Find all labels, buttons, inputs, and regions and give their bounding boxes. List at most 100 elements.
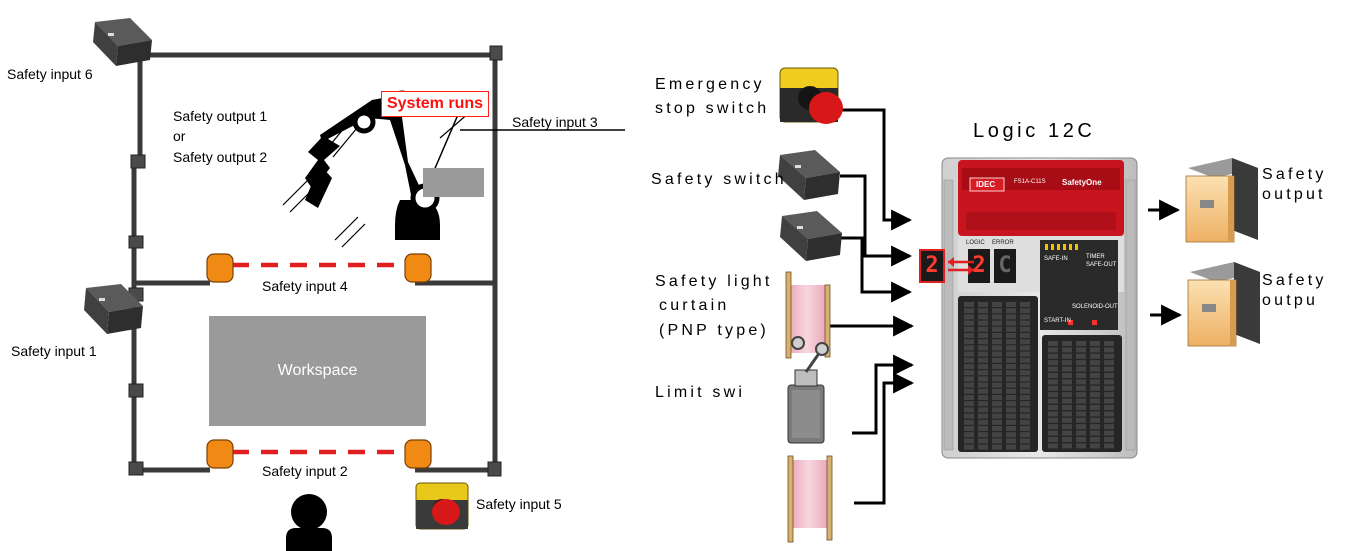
label-safety-input-4: Safety input 4: [262, 278, 348, 294]
terminal-slot: [1020, 438, 1030, 443]
terminal-slot: [964, 420, 974, 425]
terminal-slot: [1048, 405, 1058, 410]
terminal-slot: [1090, 360, 1100, 365]
label-safety-input-3: Safety input 3: [512, 114, 598, 130]
terminal-slot: [964, 395, 974, 400]
terminal-slot: [1020, 376, 1030, 381]
terminal-slot: [978, 420, 988, 425]
terminal-slot: [1062, 360, 1072, 365]
terminal-slot: [1048, 437, 1058, 442]
terminal-slot: [1076, 405, 1086, 410]
terminal-slot: [1062, 431, 1072, 436]
terminal-slot: [1006, 432, 1016, 437]
emergency-stop-icon: [416, 483, 468, 529]
terminal-slot: [992, 426, 1002, 431]
terminal-slot: [1048, 354, 1058, 359]
label-safety-output-2: Safety output 2: [173, 149, 267, 165]
terminal-slot: [1006, 376, 1016, 381]
terminal-slot: [1090, 386, 1100, 391]
terminal-slot: [1090, 437, 1100, 442]
safe-out-label: SAFE-OUT: [1086, 262, 1116, 268]
terminal-slot: [1020, 302, 1030, 307]
terminal-slot: [1020, 364, 1030, 369]
terminal-slot: [978, 401, 988, 406]
terminal-slot: [1090, 399, 1100, 404]
terminal-slot: [1062, 411, 1072, 416]
terminal-slot: [1062, 386, 1072, 391]
terminal-slot: [1020, 314, 1030, 319]
terminal-slot: [1076, 399, 1086, 404]
terminal-slot: [1062, 373, 1072, 378]
person-icon: [286, 494, 332, 551]
terminal-slot: [992, 352, 1002, 357]
terminal-slot: [992, 420, 1002, 425]
terminal-slot: [1076, 347, 1086, 352]
label-safety-input-6: Safety input 6: [7, 66, 93, 82]
terminal-slot: [1104, 437, 1114, 442]
relay-icon: [1186, 158, 1258, 242]
terminal-slot: [1076, 354, 1086, 359]
terminal-slot: [978, 308, 988, 313]
terminal-slot: [1104, 405, 1114, 410]
terminal-slot: [992, 376, 1002, 381]
terminal-slot: [992, 308, 1002, 313]
terminal-slot: [1090, 379, 1100, 384]
terminal-slot: [1104, 386, 1114, 391]
terminal-slot: [978, 426, 988, 431]
terminal-slot: [1006, 420, 1016, 425]
terminal-slot: [1104, 360, 1114, 365]
label-limit-switch: Limit swi: [655, 384, 745, 402]
terminal-slot: [1062, 418, 1072, 423]
terminal-slot: [1062, 341, 1072, 346]
relay-icon: [1188, 262, 1260, 346]
terminal-slot: [1076, 341, 1086, 346]
safety-switch-icon: [93, 18, 152, 66]
terminal-slot: [1020, 401, 1030, 406]
terminal-slot: [1090, 443, 1100, 448]
model-number: FS1A-C11S: [1014, 179, 1046, 185]
terminal-slot: [964, 370, 974, 375]
terminal-slot: [992, 438, 1002, 443]
terminal-slot: [1062, 443, 1072, 448]
terminal-slot: [1048, 341, 1058, 346]
controller-title: Logic 12C: [973, 120, 1095, 143]
logic-label: LOGIC: [966, 240, 985, 246]
terminal-slot: [1048, 367, 1058, 372]
terminal-slot: [978, 383, 988, 388]
terminal-slot: [964, 345, 974, 350]
terminal-slot: [1090, 418, 1100, 423]
terminal-slot: [964, 445, 974, 450]
terminal-slot: [992, 370, 1002, 375]
terminal-slot: [1104, 418, 1114, 423]
terminal-slot: [964, 432, 974, 437]
logic-display: 2: [968, 255, 990, 277]
terminal-slot: [1006, 426, 1016, 431]
terminal-slot: [1104, 347, 1114, 352]
label-output-top-1: Safety: [1262, 166, 1327, 184]
terminal-slot: [978, 333, 988, 338]
solenoid-out-label: SOLENOID-OUT: [1072, 304, 1118, 310]
label-safety-light: Safety light: [655, 273, 773, 291]
terminal-slot: [992, 321, 1002, 326]
terminal-slot: [978, 376, 988, 381]
safety-input-3-panel: [423, 168, 484, 197]
terminal-slot: [1076, 431, 1086, 436]
terminal-slot: [1006, 407, 1016, 412]
terminal-slot: [978, 345, 988, 350]
terminal-slot: [1006, 364, 1016, 369]
terminal-slot: [1090, 347, 1100, 352]
terminal-slot: [964, 339, 974, 344]
brand-logo: IDEC: [976, 180, 995, 189]
label-output-top-2: output: [1262, 186, 1326, 204]
terminal-slot: [1062, 347, 1072, 352]
label-pnp-type: (PNP type): [659, 322, 769, 340]
safety-switch-icon: [778, 150, 840, 200]
terminal-slot: [964, 358, 974, 363]
system-runs-badge: System runs: [381, 91, 489, 117]
terminal-slot: [1062, 424, 1072, 429]
terminal-slot: [964, 389, 974, 394]
terminal-slot: [1020, 321, 1030, 326]
terminal-slot: [1076, 379, 1086, 384]
terminal-slot: [992, 445, 1002, 450]
terminal-slot: [1020, 339, 1030, 344]
